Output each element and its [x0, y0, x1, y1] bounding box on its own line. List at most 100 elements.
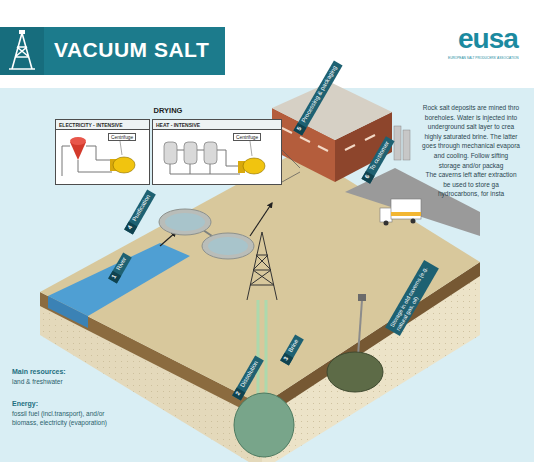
- step-tag: 4Purification: [124, 190, 156, 235]
- section-heading: DRYING: [128, 106, 208, 116]
- step-tag: 2Dissolution: [232, 356, 264, 401]
- tag-text: Storage in old caverns (e.g. natural gas…: [385, 260, 439, 336]
- callout-number: 2: [232, 387, 245, 400]
- callout-number: 3: [280, 352, 293, 365]
- step-tag: Storage in old caverns (e.g. natural gas…: [385, 260, 439, 336]
- drying-insets-part: [164, 142, 177, 164]
- title-banner-part: [19, 30, 25, 34]
- ground-block-part: [40, 150, 480, 405]
- tag-text: To customer: [368, 136, 395, 173]
- note-text: storage and/or packag: [411, 162, 531, 171]
- note-text: and cooling. Follow sifting: [411, 152, 531, 161]
- tag-text: Brine: [286, 334, 304, 355]
- drying-insets-part: [243, 158, 265, 174]
- note-text: Rock salt deposits are mined thro: [411, 104, 531, 113]
- road-and-truck-part: [411, 219, 416, 224]
- callout-number: 5: [293, 122, 306, 135]
- drying-insets-part: [204, 142, 217, 164]
- tag-text: Purification: [130, 190, 156, 224]
- purification-ponds-part: [202, 233, 254, 259]
- tag-text: River: [114, 252, 132, 273]
- borehole-part: [247, 232, 277, 300]
- drying-insets-part: [250, 141, 252, 156]
- river-part: [48, 243, 190, 316]
- storage-cavern-part: [358, 300, 362, 356]
- note-text: land & freshwater: [12, 378, 63, 387]
- note-text: Main resources:: [12, 367, 66, 376]
- factory-building-part: [394, 126, 401, 160]
- title: VACUUM SALT: [54, 38, 209, 62]
- purification-ponds-part: [165, 213, 205, 231]
- drying-insets-part: [282, 150, 300, 182]
- note-text: boreholes. Water is injected into: [411, 114, 531, 123]
- note-text: hydrocarbons, for insta: [411, 190, 531, 199]
- note-text: EUROPEAN SALT PRODUCERS' ASSOCIATION: [448, 56, 519, 60]
- borehole-part: [257, 300, 260, 405]
- part-label: Centrifuge: [233, 133, 261, 141]
- purification-ponds-part: [159, 209, 211, 235]
- title-banner-part: [0, 27, 44, 75]
- road-and-truck-part: [380, 208, 392, 222]
- part-label: Centrifuge: [108, 133, 136, 141]
- box-heading: HEAT - INTENSIVE: [153, 120, 281, 130]
- title-banner-part: [9, 33, 35, 69]
- factory-building: [272, 82, 410, 182]
- drying-insets-part: [113, 157, 135, 173]
- borehole-part: [234, 393, 294, 457]
- road-and-truck-part: [384, 221, 389, 226]
- step-tag: 5Processing & packaging: [293, 60, 342, 135]
- storage-cavern: [327, 294, 383, 392]
- purification-ponds: [159, 203, 272, 259]
- tag-text: Dissolution: [238, 356, 264, 390]
- road-and-truck-part: [345, 168, 480, 236]
- step-tag: 6To customer: [361, 136, 394, 183]
- drying-insets-part: [62, 146, 112, 176]
- callout-number: 6: [361, 171, 374, 184]
- drying-insets-part: [120, 141, 122, 155]
- step-tag: 3Brine: [280, 335, 304, 366]
- storage-cavern-part: [358, 294, 366, 301]
- road-and-truck: [345, 168, 480, 236]
- title-banner-part: [0, 27, 225, 75]
- callout-number: 1: [108, 270, 121, 283]
- purification-ponds-part: [208, 237, 248, 255]
- drying-insets-part: [170, 150, 240, 174]
- box-heading: ELECTRICITY - INTENSIVE: [56, 120, 149, 130]
- borehole-part: [265, 300, 268, 405]
- process-box: ELECTRICITY - INTENSIVE Centrifuge: [55, 119, 150, 185]
- ground-block: [40, 150, 480, 462]
- river: [48, 232, 190, 328]
- factory-building-part: [403, 130, 410, 160]
- title-banner: [0, 27, 225, 75]
- note-text: highly saturated brine. The latter: [411, 133, 531, 142]
- step-tag: 1River: [108, 253, 132, 284]
- borehole: [234, 232, 294, 457]
- drying-insets-part: [152, 119, 282, 185]
- drying-insets-part: [70, 137, 86, 145]
- storage-cavern-part: [327, 352, 383, 392]
- purification-ponds-part: [250, 203, 272, 236]
- drying-insets: [55, 119, 300, 185]
- logo-text: eusa: [458, 20, 518, 58]
- note-text: underground salt layer to crea: [411, 123, 531, 132]
- drying-insets-part: [184, 142, 197, 164]
- note-text: goes through mechanical evapora: [411, 142, 531, 151]
- note-text: fossil fuel (incl.transport), and/or bio…: [12, 410, 124, 428]
- callout-number: 4: [124, 221, 137, 234]
- note-text: Energy:: [12, 399, 38, 408]
- note-text: be used to store ga: [411, 181, 531, 190]
- process-box: HEAT - INTENSIVE Centrifuge: [152, 119, 282, 185]
- drying-insets-part: [55, 119, 150, 185]
- tag-text: Processing & packaging: [300, 61, 343, 125]
- page-ground-part: [0, 0, 534, 88]
- river-part: [48, 296, 88, 328]
- road-and-truck-part: [391, 199, 421, 219]
- road-and-truck-part: [391, 212, 421, 216]
- note-text: The caverns left after extraction: [411, 171, 531, 180]
